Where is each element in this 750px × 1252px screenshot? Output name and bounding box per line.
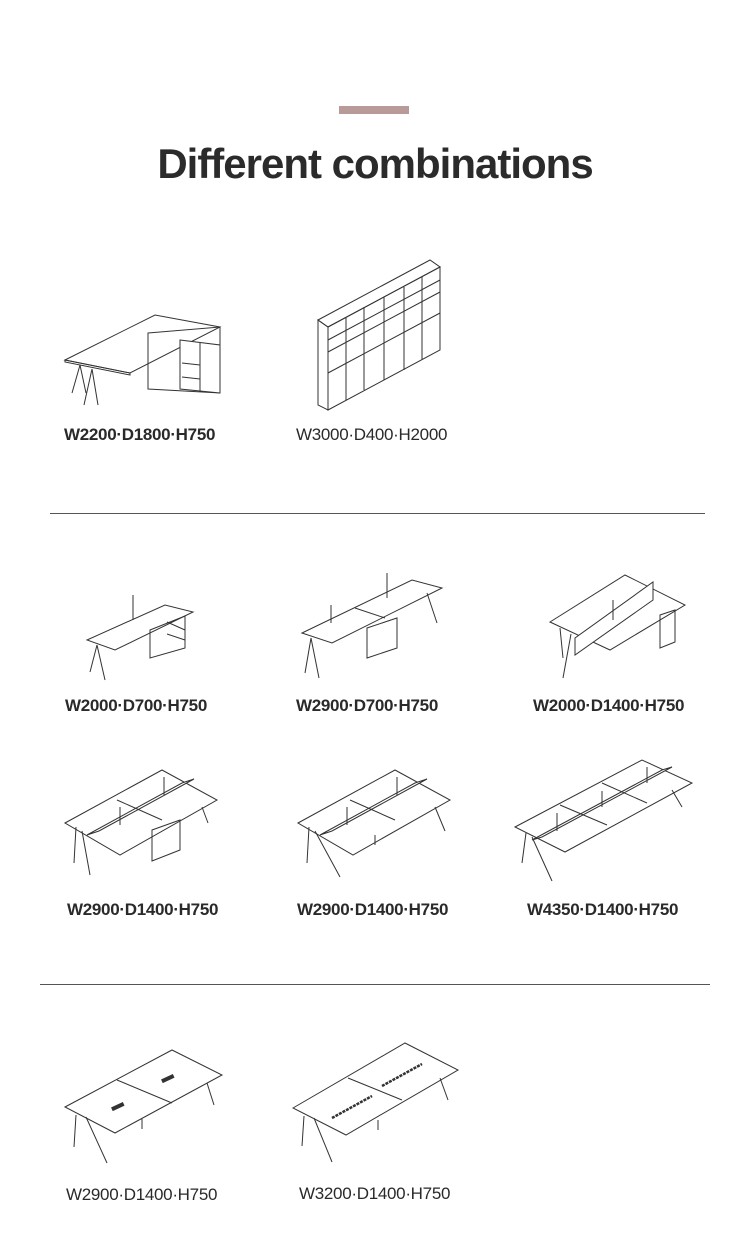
product-item-four-person[interactable]: W2900·D1400·H750: [295, 765, 465, 925]
four-person-workstation-pedestal-icon: [62, 765, 232, 885]
product-item-six-person[interactable]: W4350·D1400·H750: [512, 755, 702, 925]
product-dimensions: W3200·D1400·H750: [299, 1184, 451, 1203]
product-dimensions: W2000·D700·H750: [65, 696, 207, 715]
product-dimensions: W2200·D1800·H750: [64, 425, 216, 444]
l-shaped-desk-icon: [60, 255, 230, 415]
page-title: Different combinations: [157, 140, 593, 187]
product-item-four-person-pedestal[interactable]: W2900·D1400·H750: [62, 765, 232, 925]
meeting-table-large-icon: [290, 1038, 470, 1168]
product-dimensions: W2900·D700·H750: [296, 696, 438, 715]
product-item-bookcase[interactable]: W3000·D400·H2000: [296, 255, 470, 455]
product-item-meeting-table-small[interactable]: W2900·D1400·H750: [62, 1045, 232, 1215]
six-person-workstation-icon: [512, 755, 702, 885]
double-desk-icon: [297, 568, 467, 688]
product-item-meeting-table-large[interactable]: W3200·D1400·H750: [290, 1038, 470, 1213]
section-divider: [40, 984, 710, 985]
product-dimensions: W2000·D1400·H750: [533, 696, 685, 715]
four-person-workstation-icon: [295, 765, 465, 885]
product-dimensions: W2900·D1400·H750: [297, 900, 449, 919]
product-item-face-to-face-desk[interactable]: W2000·D1400·H750: [533, 570, 705, 730]
product-item-l-shaped-desk[interactable]: W2200·D1800·H750: [60, 255, 230, 455]
face-to-face-desk-icon: [535, 570, 705, 690]
accent-bar: [339, 106, 409, 114]
section-divider: [50, 513, 705, 514]
product-dimensions: W2900·D1400·H750: [67, 900, 219, 919]
product-dimensions: W4350·D1400·H750: [527, 900, 679, 919]
bookcase-icon: [300, 255, 470, 415]
product-dimensions: W2900·D1400·H750: [66, 1185, 218, 1204]
product-dimensions: W3000·D400·H2000: [296, 425, 448, 444]
product-item-double-desk[interactable]: W2900·D700·H750: [296, 568, 467, 728]
single-desk-icon: [65, 590, 235, 700]
meeting-table-small-icon: [62, 1045, 232, 1175]
product-item-single-desk[interactable]: W2000·D700·H750: [65, 590, 235, 730]
